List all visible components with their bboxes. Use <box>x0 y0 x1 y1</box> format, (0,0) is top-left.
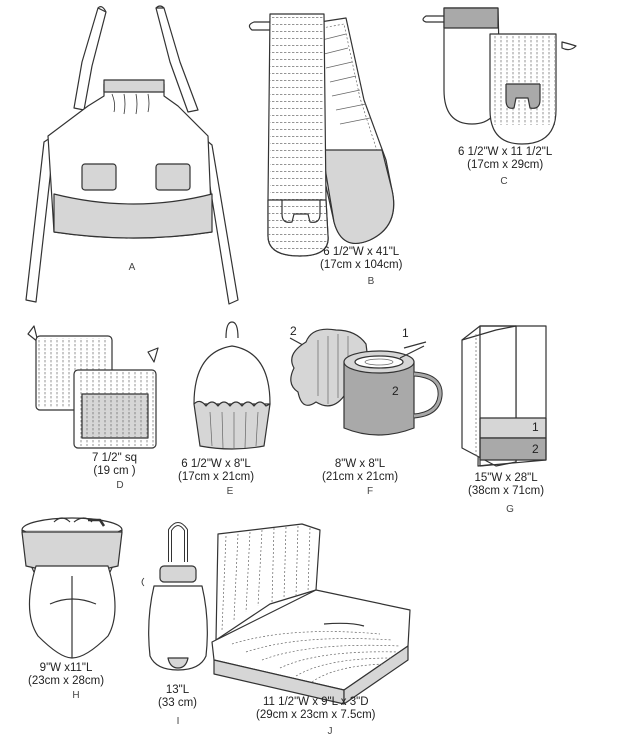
callout-g-2: 2 <box>532 442 539 456</box>
caption-h: 9"W x11"L (23cm x 28cm) <box>28 662 104 688</box>
caption-d: 7 1/2" sq (19 cm ) <box>92 452 137 478</box>
caption-letter-b: B <box>367 276 375 287</box>
caption-i-line2: (33 cm) <box>158 697 197 709</box>
caption-letter-i: I <box>176 716 180 727</box>
caption-h-line1: 9"W x11"L <box>39 662 93 674</box>
double-mitt-b <box>248 13 395 257</box>
caption-i-line1: 13"L <box>165 684 190 696</box>
caption-e-line1: 6 1/2"W x 8"L <box>181 458 251 470</box>
cupcake-cover-e <box>193 321 271 450</box>
apron-a <box>25 5 239 305</box>
caption-f-line1: 8"W x 8"L <box>334 458 386 470</box>
caption-f: 8"W x 8"L (21cm x 21cm) <box>322 458 398 484</box>
caption-letter-c: C <box>500 176 508 187</box>
caption-j-line1: 11 1/2"W x 9"L x 3"D <box>262 696 369 708</box>
caption-g-line1: 15"W x 28"L <box>474 472 538 484</box>
drawstring-bag-h <box>21 517 123 659</box>
caption-b: 6 1/2"W x 41"L (17cm x 104cm) <box>320 246 402 272</box>
callout-g-1: 1 <box>532 420 539 434</box>
caption-letter-f: F <box>366 486 374 497</box>
caption-c-line1: 6 1/2"W x 11 1/2"L <box>458 146 553 158</box>
tea-towel-g <box>461 325 547 467</box>
caption-letter-e: E <box>226 486 234 497</box>
oven-mitt-c <box>422 7 577 145</box>
bag-holder-i <box>141 522 208 671</box>
caption-c-line2: (17cm x 29cm) <box>467 159 544 171</box>
caption-letter-h: H <box>72 690 80 701</box>
caption-d-line2: (19 cm ) <box>93 465 136 477</box>
callout-f-2-mug: 2 <box>392 384 399 398</box>
callout-f-1: 1 <box>402 326 409 340</box>
mug-and-holder-f <box>289 328 443 436</box>
pot-holders-d <box>27 325 159 449</box>
caption-h-line2: (23cm x 28cm) <box>28 675 105 687</box>
caption-g-line2: (38cm x 71cm) <box>468 485 545 497</box>
caption-letter-a: A <box>128 262 136 273</box>
caption-j-line2: (29cm x 23cm x 7.5cm) <box>256 709 376 721</box>
caption-j: 11 1/2"W x 9"L x 3"D (29cm x 23cm x 7.5c… <box>256 696 376 722</box>
chair-cushion-j <box>211 523 411 705</box>
caption-e-line2: (17cm x 21cm) <box>178 471 255 483</box>
caption-f-line2: (21cm x 21cm) <box>322 471 399 483</box>
caption-letter-d: D <box>116 480 124 491</box>
caption-letter-g: G <box>506 504 514 515</box>
caption-b-line2: (17cm x 104cm) <box>320 259 403 271</box>
callout-f-2-holder: 2 <box>290 324 297 338</box>
caption-d-line1: 7 1/2" sq <box>92 452 138 464</box>
caption-b-line1: 6 1/2"W x 41"L <box>323 246 400 258</box>
caption-i: 13"L (33 cm) <box>158 684 197 710</box>
caption-c: 6 1/2"W x 11 1/2"L (17cm x 29cm) <box>458 146 552 172</box>
caption-g: 15"W x 28"L (38cm x 71cm) <box>468 472 544 498</box>
caption-e: 6 1/2"W x 8"L (17cm x 21cm) <box>178 458 254 484</box>
caption-letter-j: J <box>327 726 333 737</box>
